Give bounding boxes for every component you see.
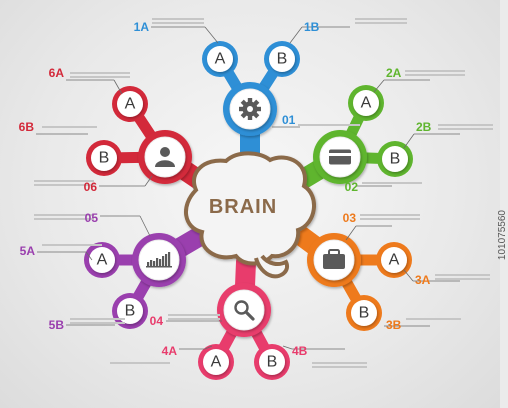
branch-05-id-label: 05	[85, 211, 99, 225]
branch-06-node-b	[91, 145, 117, 171]
branch-03-node-b	[351, 300, 377, 326]
node-letter-a: A	[389, 252, 400, 269]
node-letter-b: B	[99, 150, 110, 167]
placeholder-text-line	[168, 314, 220, 316]
placeholder-text-line	[360, 218, 420, 220]
branch-06-b-label: 6B	[19, 120, 35, 134]
placeholder-text-line	[70, 76, 130, 78]
callout-line	[204, 26, 219, 44]
branch-04-id-label: 04	[150, 314, 164, 328]
brain-title: BRAIN	[209, 196, 277, 218]
branch-03-node-a	[381, 247, 407, 273]
placeholder-text-line	[355, 22, 407, 24]
gear-icon	[239, 98, 261, 120]
callout-line	[139, 215, 151, 237]
branch-06-a-label: 6A	[49, 66, 65, 80]
branch-04-node-a	[203, 349, 229, 375]
branch-03-id-label: 03	[343, 211, 357, 225]
branch-02-node-b	[382, 146, 408, 172]
placeholder-text-line	[42, 126, 97, 128]
user-icon	[155, 147, 175, 167]
placeholder-text-line	[312, 362, 367, 364]
placeholder-text-line	[405, 74, 465, 76]
brain-stem	[254, 254, 289, 279]
placeholder-text-line	[42, 244, 102, 246]
node-letter-a: A	[125, 96, 136, 113]
credit-card-icon	[329, 149, 351, 165]
branch-05-node-a	[89, 247, 115, 273]
callout-line	[289, 26, 303, 44]
branch-05-b-label: 5B	[49, 318, 65, 332]
branch-05-a-label: 5A	[20, 244, 36, 258]
branch-01-node-a	[207, 46, 233, 72]
branch-01-id-label: 01	[282, 113, 296, 127]
placeholder-text-line	[34, 214, 94, 216]
callout-line	[282, 345, 293, 350]
branch-02-id-label: 02	[345, 180, 359, 194]
branch-06-node-a	[117, 91, 143, 117]
node-letter-a: A	[97, 252, 108, 269]
callout-line	[204, 345, 213, 350]
placeholder-text-line	[298, 124, 360, 126]
placeholder-text-line	[360, 214, 420, 216]
placeholder-text-line	[168, 318, 220, 320]
branch-04-b-label: 4B	[292, 344, 308, 358]
branch-01-b-label: 1B	[304, 20, 320, 34]
branch-02-b-label: 2B	[416, 120, 432, 134]
briefcase-icon	[323, 249, 345, 269]
placeholder-text-line	[406, 318, 461, 320]
node-letter-b: B	[125, 303, 136, 320]
watermark-id: 101075560	[497, 210, 508, 261]
branch-06-id-label: 06	[84, 180, 98, 194]
node-letter-b: B	[359, 305, 370, 322]
callout-line	[113, 79, 123, 95]
brain-shape	[184, 151, 317, 266]
branch-05-node-b	[117, 298, 143, 324]
placeholder-text-line	[70, 318, 125, 320]
placeholder-text-line	[362, 182, 422, 184]
node-letter-b: B	[277, 51, 288, 68]
placeholder-text-line	[438, 128, 493, 130]
placeholder-text-line	[34, 180, 94, 182]
branch-03-b-label: 3B	[386, 318, 402, 332]
callout-line	[403, 269, 414, 282]
placeholder-text-line	[438, 124, 493, 126]
callout-line	[345, 225, 357, 241]
branch-01-node-b	[269, 46, 295, 72]
placeholder-text-line	[435, 274, 490, 276]
node-letter-b: B	[390, 151, 401, 168]
magnifier-icon	[234, 300, 255, 321]
placeholder-text-line	[70, 72, 130, 74]
placeholder-text-line	[405, 70, 465, 72]
callout-line	[144, 175, 153, 187]
placeholder-text-line	[34, 218, 94, 220]
node-letter-b: B	[267, 354, 278, 371]
placeholder-text-line	[435, 278, 490, 280]
placeholder-text-line	[152, 18, 204, 20]
node-letter-a: A	[361, 95, 372, 112]
placeholder-text-line	[355, 18, 407, 20]
callout-line	[373, 79, 385, 93]
node-letter-a: A	[211, 354, 222, 371]
branch-03-a-label: 3A	[415, 273, 431, 287]
placeholder-text-line	[152, 22, 204, 24]
branch-02-a-label: 2A	[386, 66, 402, 80]
branch-04-icon-node	[223, 289, 265, 331]
branch-04-a-label: 4A	[162, 344, 178, 358]
callout-line	[403, 133, 415, 149]
placeholder-text-line	[312, 366, 367, 368]
branch-01-a-label: 1A	[134, 20, 150, 34]
branch-02-node-a	[353, 90, 379, 116]
bar-chart-icon	[146, 252, 172, 268]
placeholder-text-line	[110, 362, 170, 364]
callout-line	[85, 251, 93, 261]
node-letter-a: A	[215, 51, 226, 68]
placeholder-text-line	[34, 184, 94, 186]
branch-04-node-b	[259, 349, 285, 375]
placeholder-text-line	[70, 322, 125, 324]
